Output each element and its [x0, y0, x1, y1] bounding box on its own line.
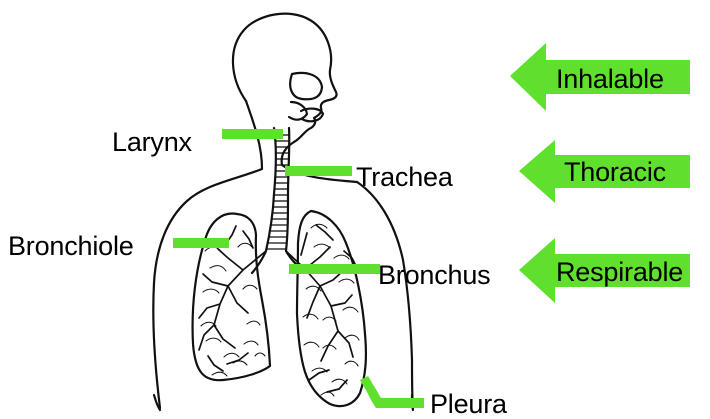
bronchus-label: Bronchus [378, 262, 490, 289]
bronchial-tree [199, 225, 356, 392]
larynx-pointer [222, 129, 283, 139]
inhalable-label: Inhalable [556, 66, 664, 93]
thoracic-label: Thoracic [564, 159, 666, 186]
pleura-pointer [360, 376, 424, 408]
nasal-cavity [290, 73, 322, 99]
bronchiole-label: Bronchiole [8, 233, 134, 260]
alveoli-network [201, 224, 359, 396]
pleura-label: Pleura [430, 391, 507, 418]
tongue [289, 102, 307, 120]
bronchus-pointer [289, 264, 380, 274]
respirable-label: Respirable [556, 259, 683, 286]
head-outline [233, 14, 357, 182]
bronchiole-pointer [173, 238, 229, 248]
larynx-label: Larynx [112, 129, 192, 156]
trachea-label: Trachea [356, 164, 453, 191]
trachea-pointer [285, 166, 352, 176]
